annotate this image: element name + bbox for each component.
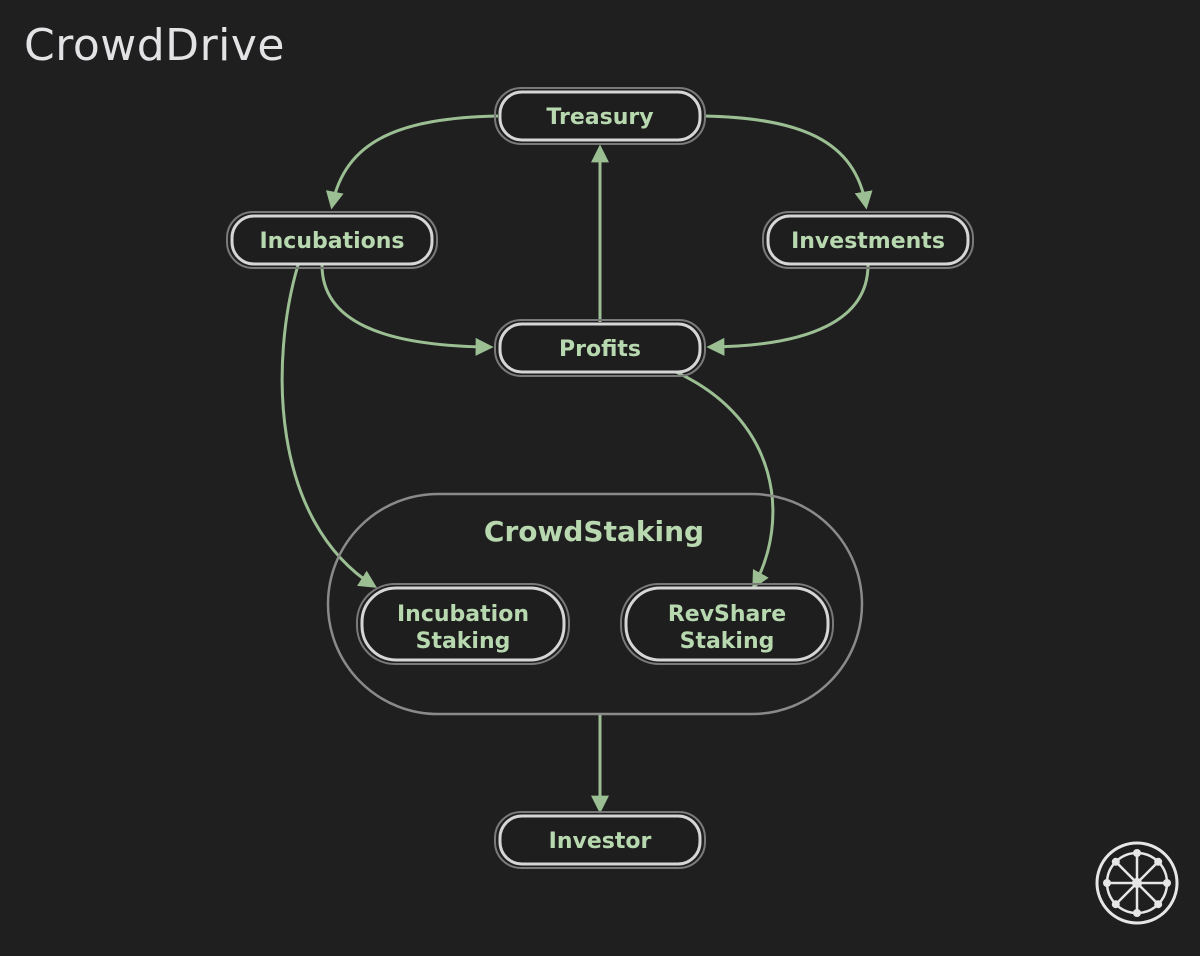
edge-treasury-to-investments: [703, 114, 873, 210]
node-incubation-staking: Incubation Staking: [356, 583, 570, 665]
node-treasury-label: Treasury: [546, 105, 653, 130]
node-revshare-staking-line1: RevShare: [668, 602, 786, 627]
node-incubations: Incubations: [226, 211, 438, 269]
node-investor-label: Investor: [549, 829, 652, 854]
edge-investments-to-profits: [706, 264, 870, 356]
node-profits: Profits: [494, 319, 706, 377]
edge-incubations-to-profits: [320, 264, 494, 356]
node-revshare-staking: RevShare Staking: [620, 583, 834, 665]
node-incubations-label: Incubations: [259, 229, 404, 254]
crowdstaking-group: [326, 492, 864, 716]
node-treasury: Treasury: [494, 87, 706, 145]
node-investments: Investments: [762, 211, 974, 269]
node-revshare-staking-line2: Staking: [680, 629, 775, 654]
node-investments-label: Investments: [791, 229, 945, 254]
edge-treasury-to-incubations: [325, 114, 499, 210]
node-incubation-staking-line1: Incubation: [397, 602, 529, 627]
node-investor: Investor: [494, 811, 706, 869]
edge-profits-to-revshare-staking: [675, 370, 775, 590]
node-incubation-staking-line2: Staking: [416, 629, 511, 654]
crowdstaking-label: CrowdStaking: [484, 515, 704, 548]
wheel-logo-icon: [1095, 841, 1179, 925]
node-profits-label: Profits: [559, 337, 641, 362]
edge-incubations-to-incubation-staking: [280, 264, 378, 588]
brand-title: CrowdDrive: [24, 20, 285, 71]
